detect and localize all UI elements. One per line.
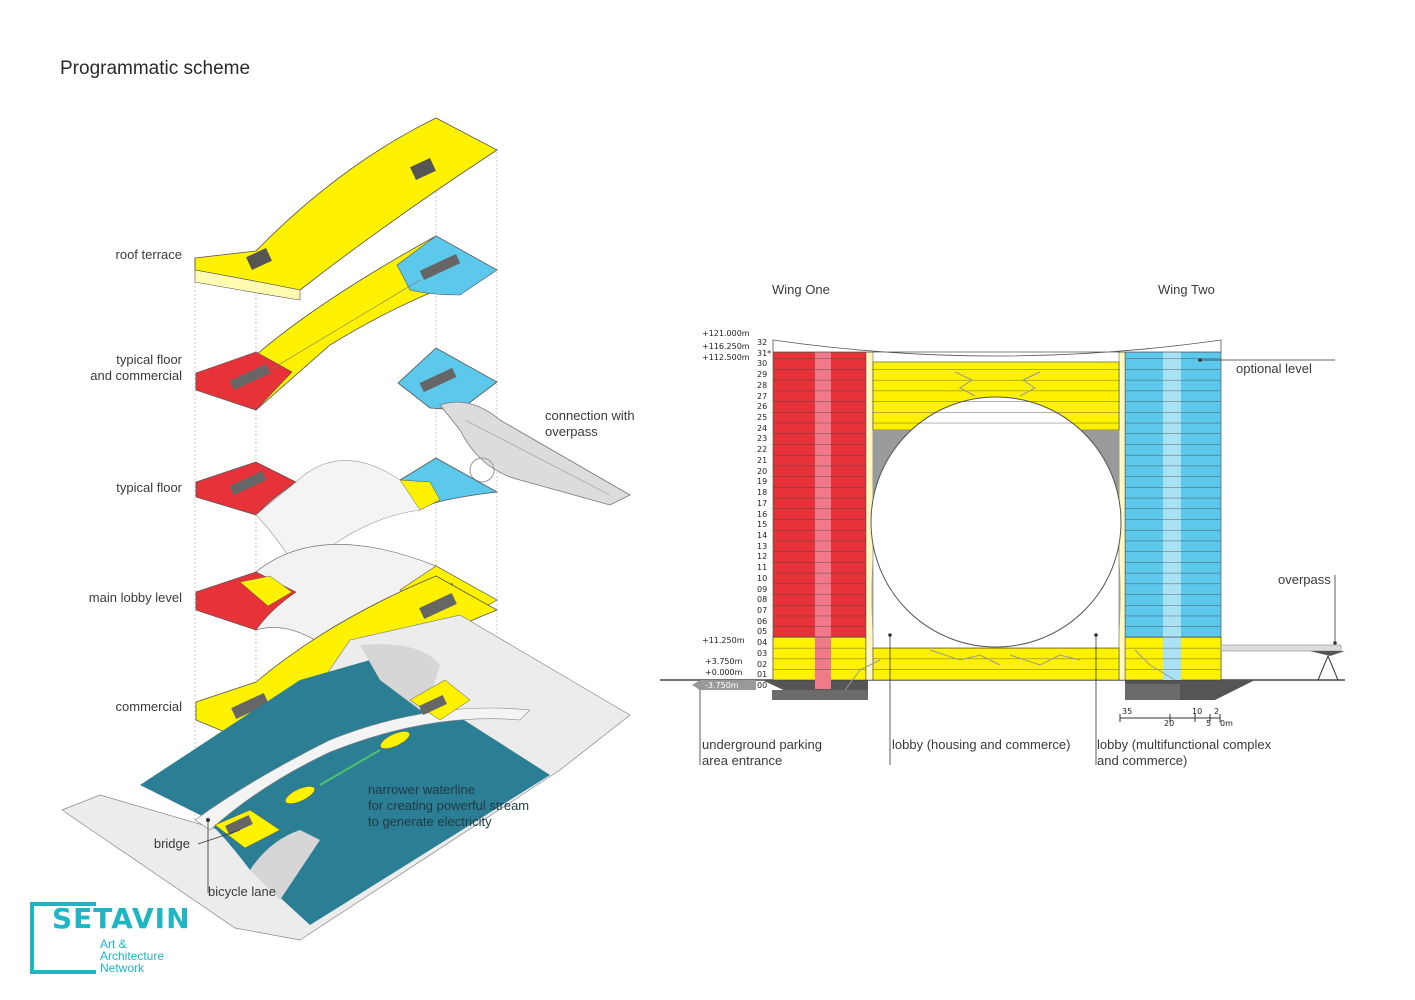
floor-number: 10 bbox=[757, 573, 768, 583]
label-parking: underground parking area entrance bbox=[702, 737, 822, 768]
floor-number: 32 bbox=[757, 338, 768, 347]
floor-number: 17 bbox=[757, 498, 768, 508]
site-base bbox=[61, 614, 631, 941]
floor-number: 07 bbox=[757, 605, 768, 615]
scale-5: 5 bbox=[1206, 719, 1212, 728]
label-waterline: narrower waterline for creating powerful… bbox=[368, 782, 530, 829]
label-wing-one: Wing One bbox=[772, 282, 830, 297]
label-wing-two: Wing Two bbox=[1158, 282, 1215, 297]
floor-number: 14 bbox=[757, 530, 768, 540]
elevation-121: +121.000m bbox=[702, 329, 750, 338]
page-title: Programmatic scheme bbox=[60, 58, 251, 79]
elevation-112: +112.500m bbox=[702, 353, 750, 362]
typical-commercial-slab bbox=[195, 235, 499, 411]
floor-number: 31* bbox=[757, 348, 772, 358]
label-lobby-housing: lobby (housing and commerce) bbox=[892, 737, 1071, 752]
floor-number: 23 bbox=[757, 434, 768, 444]
elevation-3: +3.750m bbox=[705, 657, 743, 666]
scale-10: 10 bbox=[1192, 707, 1203, 716]
scale-0m: 0m bbox=[1220, 719, 1233, 728]
elevation-neg3: -3.750m bbox=[705, 681, 739, 690]
label-typical-floor: typical floor bbox=[116, 480, 182, 495]
label-overpass: overpass bbox=[1278, 572, 1331, 587]
floor-number: 13 bbox=[757, 541, 768, 551]
typical-floor-slab bbox=[195, 457, 499, 576]
label-lobby-multi: lobby (multifunctional complex and comme… bbox=[1097, 737, 1272, 768]
floor-number: 03 bbox=[757, 648, 768, 658]
label-commercial: commercial bbox=[115, 699, 182, 714]
label-roof-terrace: roof terrace bbox=[115, 247, 182, 262]
overpass-road bbox=[439, 401, 631, 506]
floor-number: 21 bbox=[757, 455, 768, 465]
roof-terrace-slab bbox=[194, 117, 498, 301]
floor-number: 30 bbox=[757, 359, 768, 369]
logo-frame-icon bbox=[30, 902, 96, 974]
label-typical-commercial: typical floor and commercial bbox=[90, 352, 182, 383]
setavin-logo: SETAVIN Art & Architecture Network bbox=[30, 900, 190, 980]
scale-bar bbox=[1119, 714, 1221, 722]
label-bicycle-lane: bicycle lane bbox=[208, 884, 276, 899]
floor-number: 05 bbox=[757, 627, 768, 637]
floor-number: 22 bbox=[757, 445, 768, 455]
floor-number: 16 bbox=[757, 509, 768, 519]
floor-number: 09 bbox=[757, 584, 768, 594]
floor-number: 19 bbox=[757, 477, 768, 487]
floor-number: 11 bbox=[757, 563, 768, 573]
label-main-lobby: main lobby level bbox=[88, 590, 182, 605]
floor-number: 24 bbox=[757, 423, 768, 433]
blue-wing-block bbox=[397, 347, 498, 411]
main-lobby-slab bbox=[195, 544, 498, 651]
floor-number: 20 bbox=[757, 466, 768, 476]
floor-number: 27 bbox=[757, 391, 768, 401]
elevation-116: +116.250m bbox=[702, 342, 750, 351]
logo-line-2: Architecture bbox=[100, 949, 165, 963]
floor-number: 18 bbox=[757, 488, 768, 498]
floor-number: 28 bbox=[757, 380, 768, 390]
floor-number: 06 bbox=[757, 616, 768, 626]
label-connection-overpass: connection with overpass bbox=[545, 408, 635, 439]
floor-number: 04 bbox=[757, 638, 768, 648]
floor-number: 25 bbox=[757, 413, 768, 423]
label-optional-level: optional level bbox=[1236, 361, 1312, 376]
floor-number: 08 bbox=[757, 595, 768, 605]
floor-number: 00 bbox=[757, 681, 768, 690]
elevation-11: +11.250m bbox=[702, 636, 745, 645]
label-bridge: bridge bbox=[153, 836, 190, 851]
elevation-0: +0.000m bbox=[705, 668, 743, 677]
floor-number: 29 bbox=[757, 370, 768, 380]
floor-number: 12 bbox=[757, 552, 768, 562]
scale-20: 20 bbox=[1164, 719, 1175, 728]
floor-number: 26 bbox=[757, 402, 768, 412]
floor-number: 15 bbox=[757, 520, 768, 530]
section-drawing bbox=[660, 339, 1345, 765]
logo-line-3: Network bbox=[100, 961, 145, 975]
floor-number: 02 bbox=[757, 659, 768, 669]
logo-name: SETAVIN bbox=[52, 902, 191, 935]
logo-line-1: Art & bbox=[100, 937, 127, 951]
floor-number: 01 bbox=[757, 670, 768, 680]
leader-lines-left bbox=[197, 818, 241, 893]
scale-2: 2 bbox=[1214, 707, 1220, 716]
scale-35: 35 bbox=[1122, 707, 1133, 716]
